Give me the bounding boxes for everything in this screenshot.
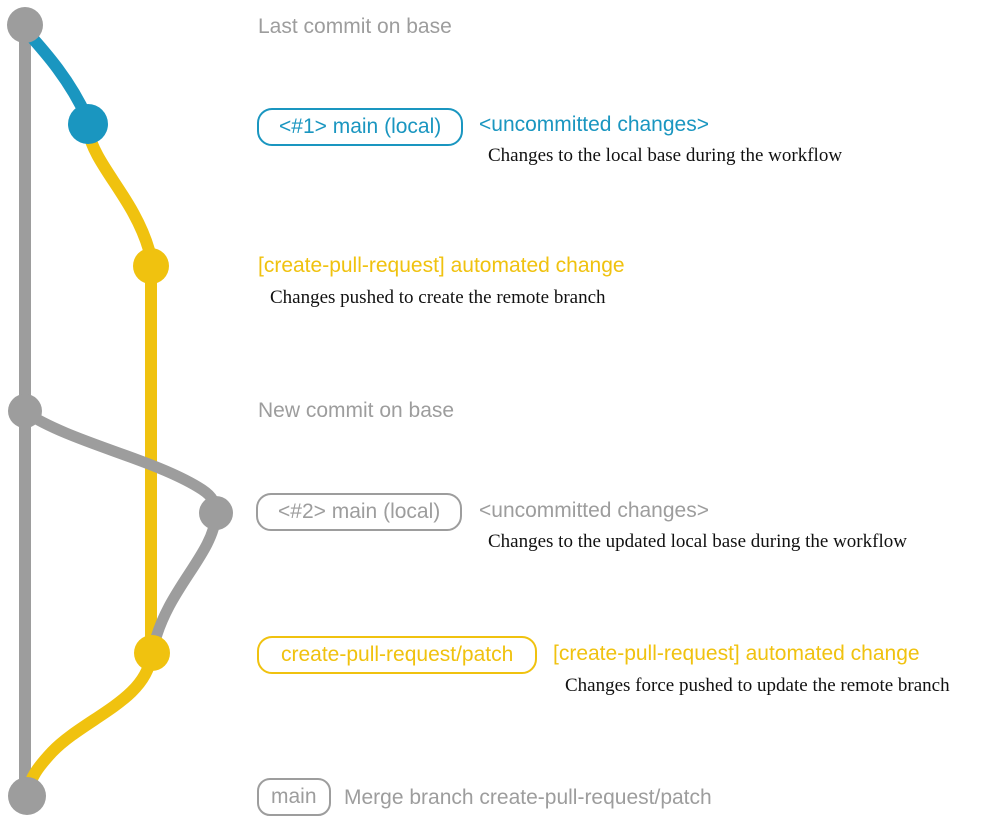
branch-badge-main-label: main bbox=[271, 785, 317, 808]
caption-last-commit-on-base: Last commit on base bbox=[258, 15, 452, 38]
branch-badge-main: main bbox=[257, 778, 331, 816]
description-force-push-update: Changes force pushed to update the remot… bbox=[565, 675, 950, 696]
branch-badge-create-pull-request-patch: create-pull-request/patch bbox=[257, 636, 538, 674]
caption-new-commit-on-base: New commit on base bbox=[258, 399, 455, 422]
branch-badge-create-pull-request-patch-label: create-pull-request/patch bbox=[281, 643, 514, 666]
branch-badge-main-local-2: <#2> main (local) bbox=[256, 493, 463, 531]
description-push-create: Changes pushed to create the remote bran… bbox=[270, 287, 606, 308]
commit-node-new-commit-on-base bbox=[8, 394, 42, 428]
heading-automated-change-2: [create-pull-request] automated change bbox=[553, 642, 920, 665]
heading-uncommitted-changes-1: <uncommitted changes> bbox=[479, 113, 709, 136]
branch-badge-main-local-2-label: <#2> main (local) bbox=[278, 500, 441, 523]
commit-node-local-main-2 bbox=[199, 496, 233, 530]
heading-automated-change-1: [create-pull-request] automated change bbox=[258, 254, 625, 277]
commit-node-remote-updated bbox=[134, 635, 170, 671]
local-changes-curve-1 bbox=[22, 27, 93, 124]
commit-node-merge-on-main bbox=[8, 777, 46, 815]
branch-badge-main-local-1-label: <#1> main (local) bbox=[279, 115, 442, 138]
commit-node-local-main-1 bbox=[68, 104, 108, 144]
description-local-changes-2: Changes to the updated local base during… bbox=[488, 531, 907, 552]
remote-branch-create-curve bbox=[82, 124, 155, 256]
remote-branch-merge-curve bbox=[22, 650, 157, 798]
base-to-local-curve-2 bbox=[19, 406, 222, 517]
heading-uncommitted-changes-2: <uncommitted changes> bbox=[479, 499, 709, 522]
branch-badge-main-local-1: <#1> main (local) bbox=[257, 108, 464, 146]
heading-merge-branch: Merge branch create-pull-request/patch bbox=[344, 786, 712, 809]
commit-node-remote-created bbox=[133, 248, 169, 284]
commit-node-last-commit-on-base bbox=[7, 7, 43, 43]
local-to-remote-update-curve bbox=[148, 509, 222, 651]
description-local-changes-1: Changes to the local base during the wor… bbox=[488, 145, 843, 166]
